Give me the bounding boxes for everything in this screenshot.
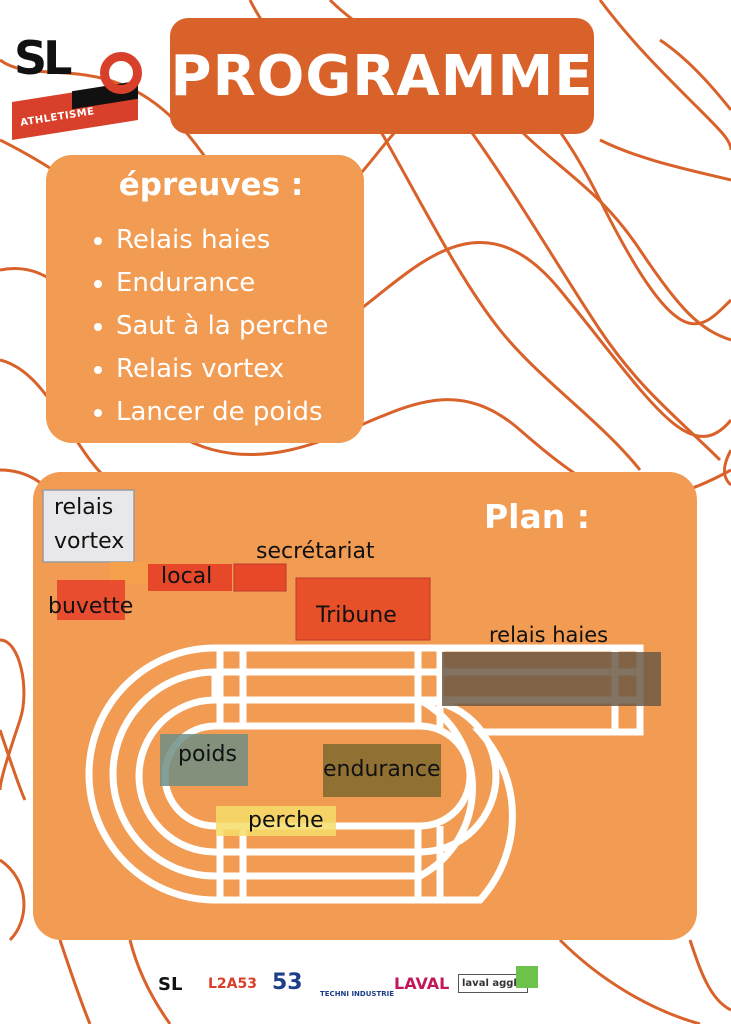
epreuves-list: Relais haies Endurance Saut à la perche … <box>84 219 328 434</box>
buvette-zone <box>57 580 125 620</box>
list-item: Lancer de poids <box>116 391 328 434</box>
buvette-label: buvette <box>48 594 134 619</box>
sponsor-logo: TECHNI INDUSTRIE <box>320 990 395 998</box>
poids-label: poids <box>178 742 237 767</box>
list-item: Saut à la perche <box>116 305 328 348</box>
relais-vortex-zone <box>42 489 135 563</box>
plan-title: Plan : <box>484 497 590 536</box>
secretariat-zone <box>233 563 287 592</box>
sponsor-logo: L2A53 <box>208 976 257 992</box>
relais-haies-label: relais haies <box>489 623 609 647</box>
relais-vortex-label-2: vortex <box>54 529 125 554</box>
tribune-zone <box>295 577 431 641</box>
sponsor-logo: 53 <box>272 970 303 995</box>
page-title: PROGRAMME <box>170 43 594 109</box>
list-item: Relais haies <box>116 219 328 262</box>
relais-haies-zone <box>442 652 661 706</box>
local-label: local <box>161 564 213 589</box>
tribune-label: Tribune <box>316 603 397 628</box>
sponsor-logo: LAVAL <box>394 974 450 993</box>
logo-ring <box>100 52 142 94</box>
perche-label: perche <box>248 808 324 833</box>
sl-athletisme-logo: SL ATHLETISME <box>12 31 142 140</box>
epreuves-panel: épreuves : Relais haies Endurance Saut à… <box>46 155 364 443</box>
relais-vortex-label: relais <box>54 495 114 520</box>
endurance-zone <box>323 744 441 797</box>
list-item: Relais vortex <box>116 348 328 391</box>
secretariat-label: secrétariat <box>256 539 375 564</box>
poids-zone <box>160 734 248 786</box>
connector-zone <box>110 562 150 584</box>
sponsors-strip: SL L2A53 53 TECHNI INDUSTRIE LAVAL laval… <box>150 962 570 1012</box>
sponsor-logo: SL <box>158 974 183 995</box>
perche-zone <box>216 806 336 836</box>
title-banner: PROGRAMME <box>170 18 594 134</box>
logo-mark: SL <box>14 31 72 85</box>
endurance-label: endurance <box>323 757 441 782</box>
epreuves-title: épreuves : <box>118 167 304 203</box>
list-item: Endurance <box>116 262 328 305</box>
local-zone <box>148 564 232 591</box>
sponsor-logo: logo <box>516 966 538 988</box>
